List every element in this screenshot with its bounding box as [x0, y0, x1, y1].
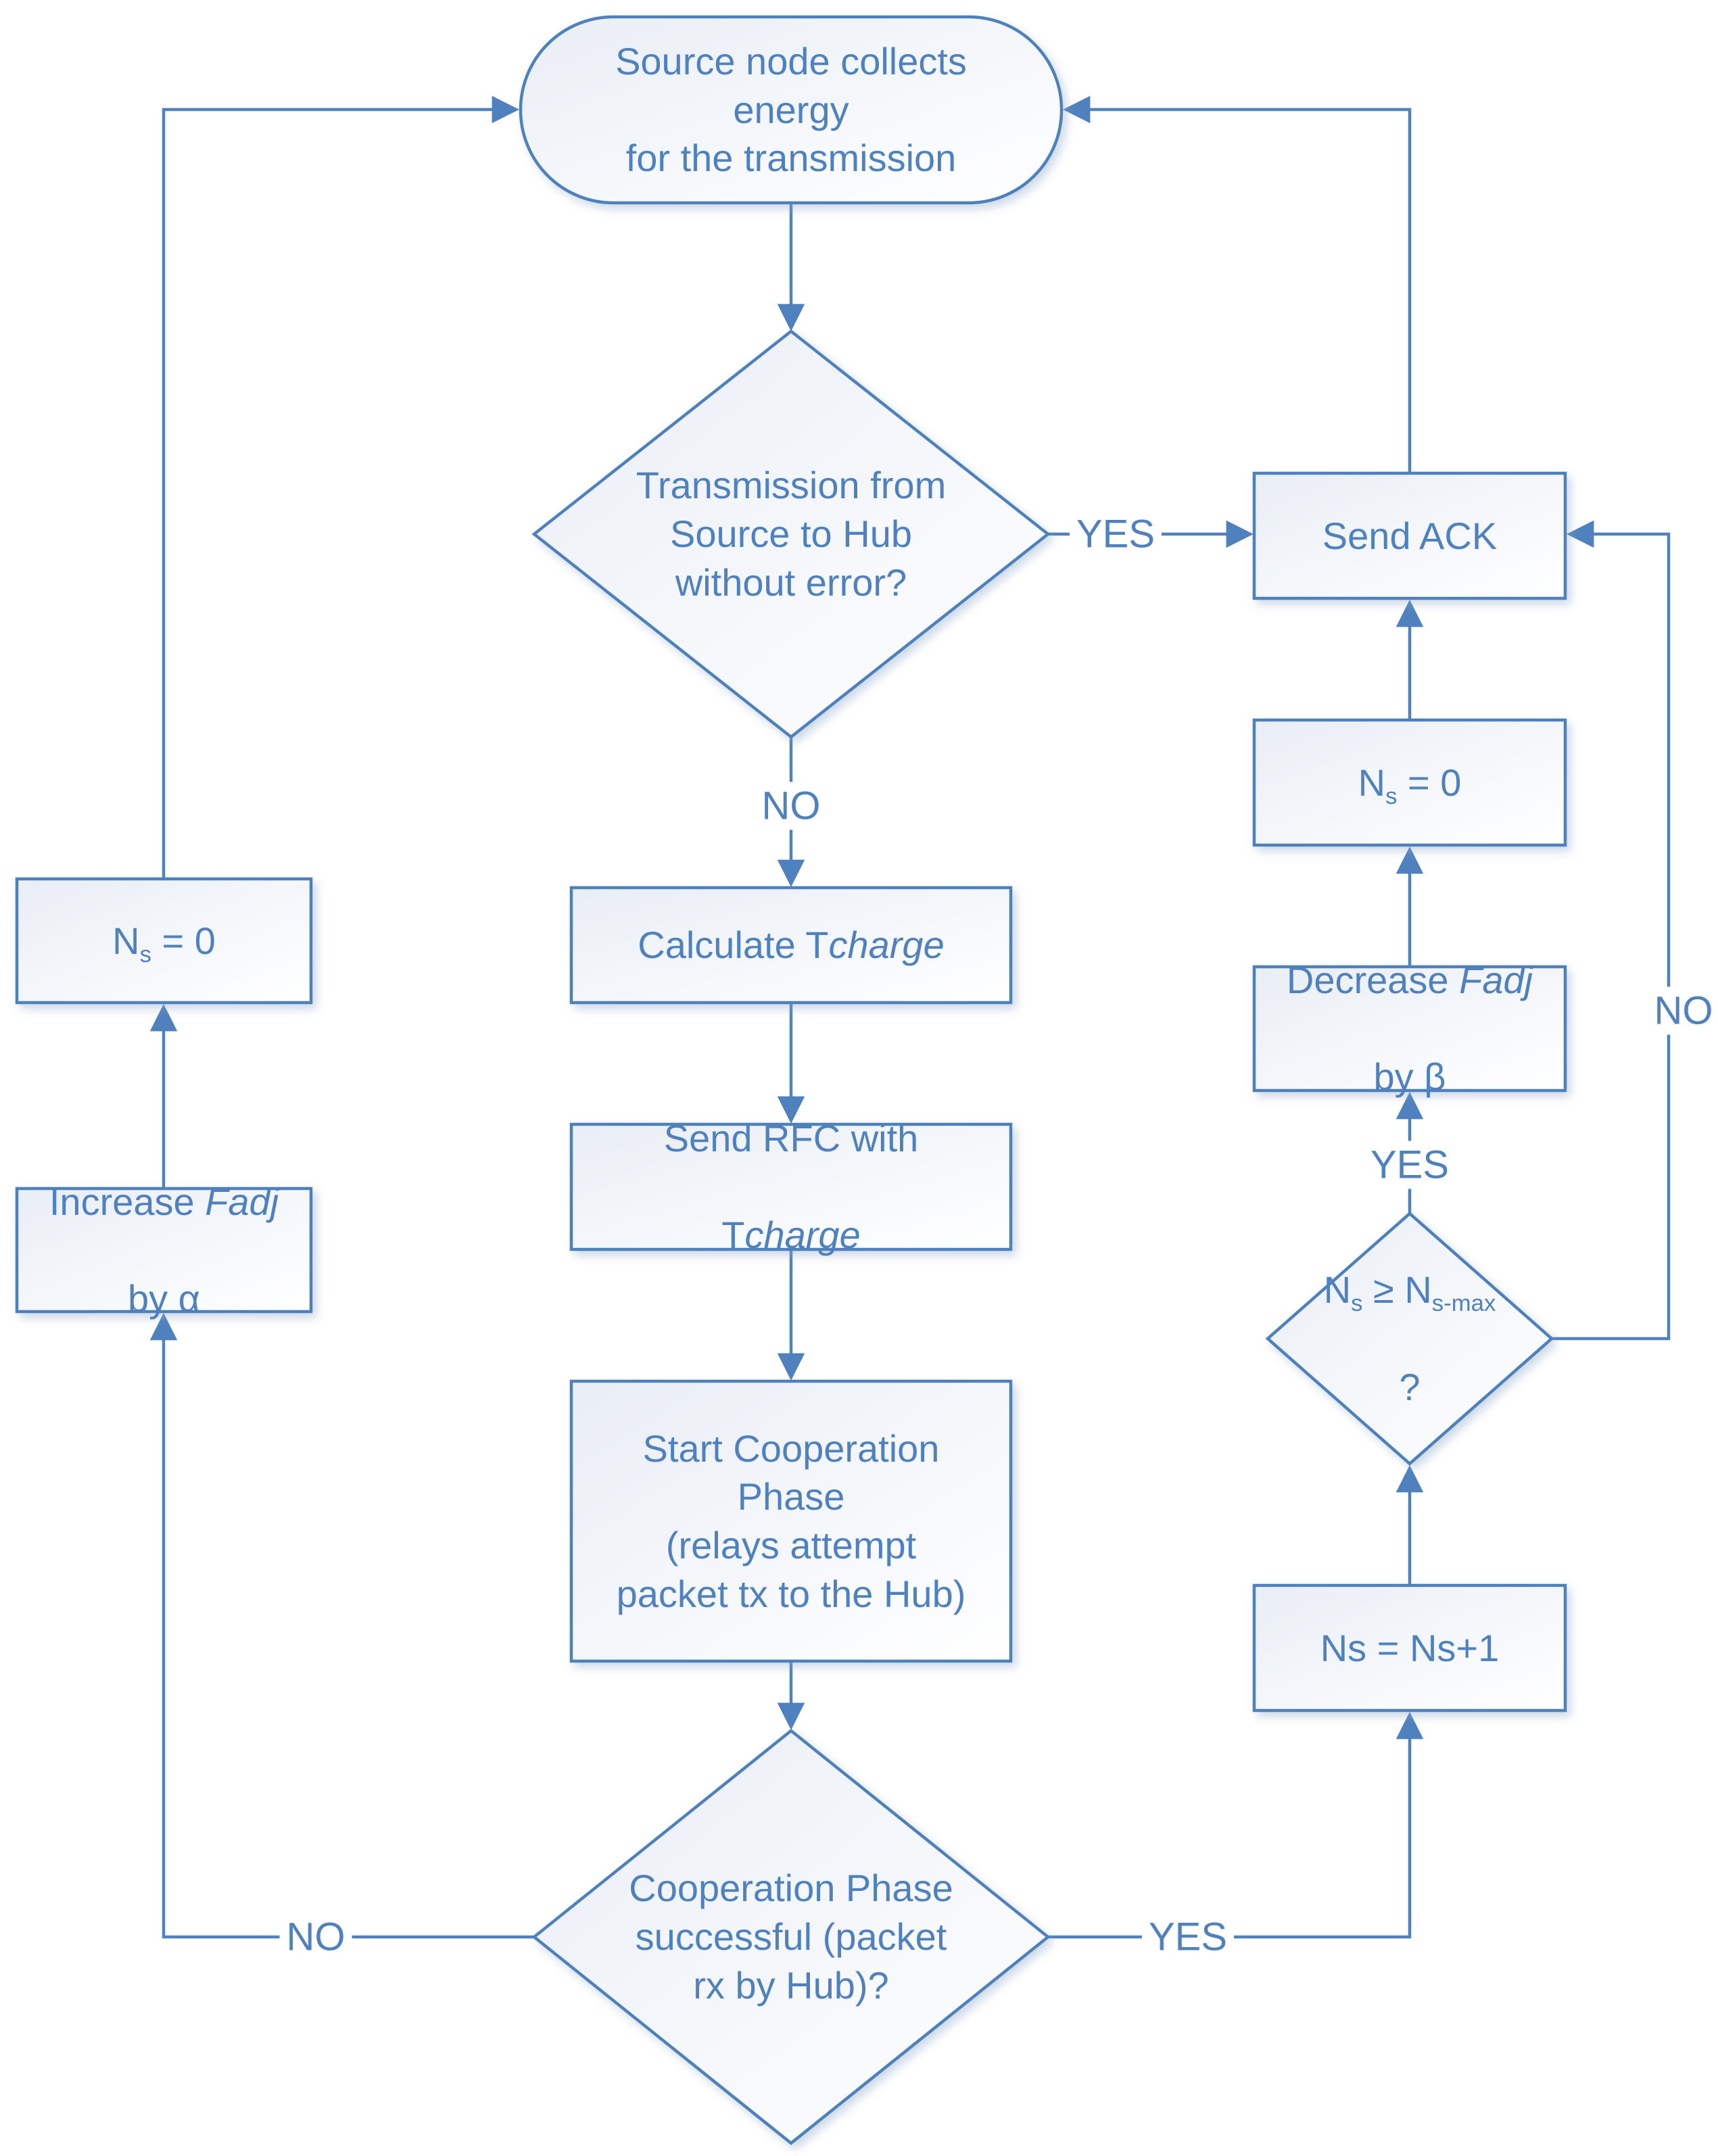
connector-coop-decision-yes-to-ns-increment: [1048, 1711, 1424, 1939]
process-ns-increment-shape: [1252, 1583, 1567, 1712]
process-ns-zero-right-shape: [1252, 718, 1567, 847]
connector-ns-zero-left-to-source: [162, 95, 520, 879]
connector-coop-decision-no-to-increase: [149, 1312, 534, 1939]
process-ns-zero-left-shape: [15, 877, 313, 1005]
process-coop-phase-shape: [569, 1379, 1013, 1663]
process-send-ack-shape: [1252, 471, 1567, 600]
process-send-rfc-shape: [569, 1122, 1013, 1251]
process-increase-fadj-shape: [15, 1187, 313, 1314]
decision-tx-without-error-shape: [531, 329, 1051, 739]
terminator-source-energy-shape: [519, 15, 1064, 205]
decision-ns-threshold-shape: [1265, 1212, 1554, 1466]
process-decrease-fadj-shape: [1252, 965, 1567, 1093]
decision-coop-success-shape: [531, 1729, 1051, 2145]
connector-send-ack-to-source: [1062, 95, 1412, 473]
connector-threshold-no-to-send-ack: [1552, 520, 1671, 1341]
process-calc-tcharge-shape: [569, 886, 1013, 1005]
